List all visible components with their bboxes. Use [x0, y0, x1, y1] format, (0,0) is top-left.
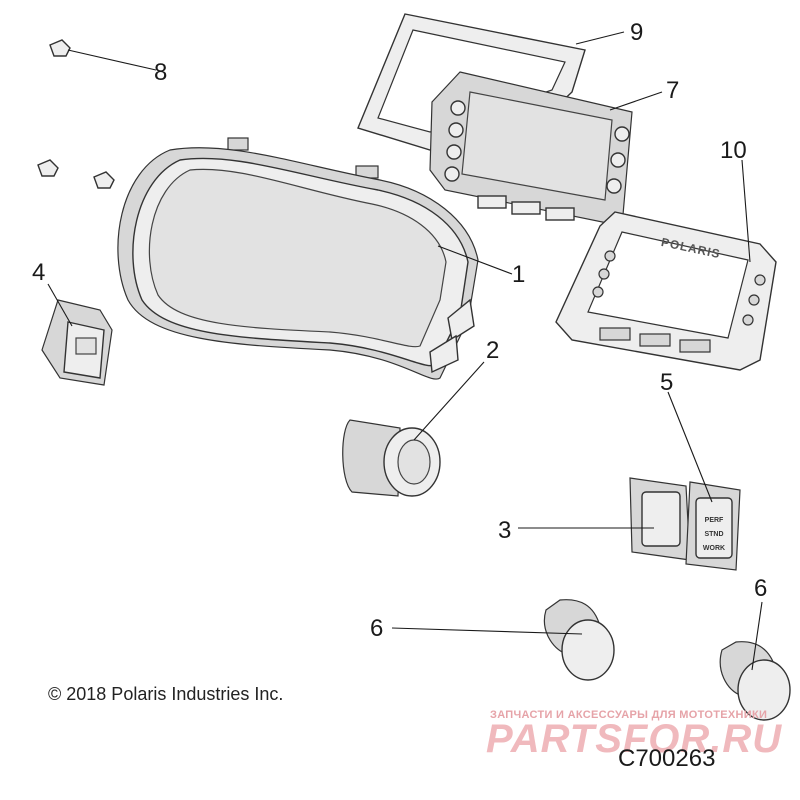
callout-6-right: 6: [754, 575, 767, 602]
leader-lines: [47, 31, 763, 671]
callout-6-left: 6: [370, 615, 383, 642]
part-3-switch: [629, 477, 691, 561]
callout-7: 7: [666, 77, 679, 104]
callout-1: 1: [512, 261, 525, 288]
callout-numbers: 1 2 3 4 5 6 6 7 8 9 10: [32, 19, 767, 642]
part-6-knob-a: [543, 599, 615, 681]
copyright-notice: © 2018 Polaris Industries Inc.: [48, 684, 283, 704]
callout-10: 10: [720, 137, 747, 164]
callout-4: 4: [32, 259, 45, 286]
part-10-bezel: POLARIS: [555, 211, 777, 371]
part-5-switch: PERF STND WORK: [685, 481, 741, 571]
part-7-display: [429, 71, 633, 227]
callout-9: 9: [630, 19, 643, 46]
callout-5: 5: [660, 369, 673, 396]
switch-label-perf: PERF: [705, 517, 724, 524]
part-6-knob-b: [719, 641, 791, 721]
callout-8: 8: [154, 59, 167, 86]
watermark-tagline: ЗАПЧАСТИ И АКСЕССУАРЫ ДЛЯ МОТОТЕХНИКИ: [490, 709, 767, 721]
part-8-screws: [37, 39, 115, 189]
switch-label-work: WORK: [703, 545, 725, 552]
callout-2: 2: [486, 337, 499, 364]
part-4-switch: [41, 299, 113, 386]
part-1-cluster: [117, 137, 479, 380]
diagram-code: C700263: [618, 745, 715, 772]
callout-3: 3: [498, 517, 511, 544]
part-2-key-switch: [342, 419, 441, 497]
watermark-site: PARTSFOR.RU: [486, 717, 782, 761]
switch-label-stnd: STND: [704, 531, 723, 538]
